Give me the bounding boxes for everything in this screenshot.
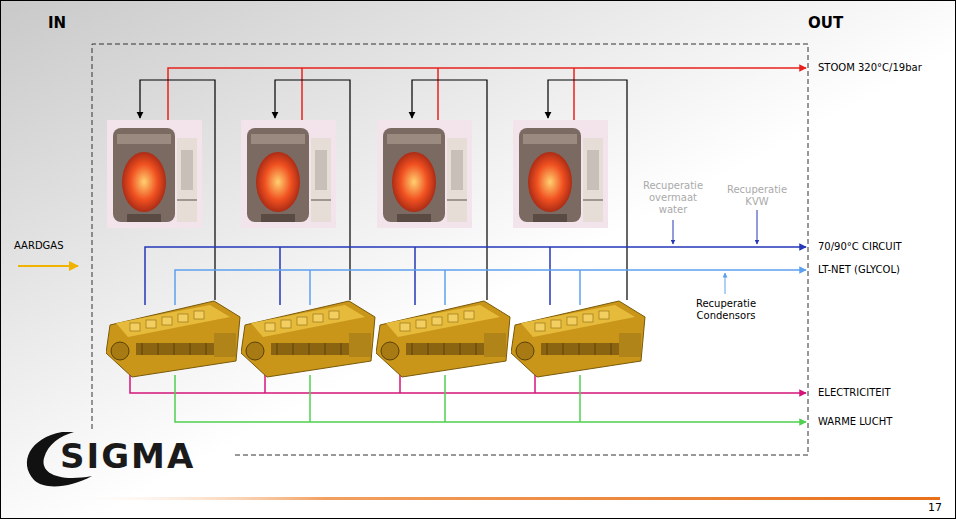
engine-picture (511, 301, 645, 377)
warm-air-line (175, 375, 806, 422)
exhaust-line (140, 80, 627, 300)
recovery-note: Recuperatie KVW (722, 184, 792, 208)
engine-picture (376, 301, 510, 377)
boiler-picture (241, 120, 336, 228)
input-heading: IN (48, 14, 66, 32)
output-label: ELECTRICITEIT (818, 387, 891, 399)
output-label: WARME LUCHT (818, 416, 892, 428)
system-boundary (92, 44, 808, 455)
footer-rule (60, 497, 940, 500)
boiler-picture (377, 120, 472, 228)
boiler-picture (107, 120, 202, 228)
electricity-line (130, 368, 806, 393)
input-label: AARDGAS (14, 240, 64, 252)
output-label: 70/90°C CIRCUIT (818, 241, 902, 253)
engine-picture (241, 301, 375, 377)
recovery-note: Recuperatie Condensors (686, 298, 766, 322)
page-number: 17 (928, 501, 942, 514)
gas-arrow (18, 265, 78, 267)
logo-text: SIGMA (60, 436, 195, 476)
recovery-note: Recuperatie overmaat water (635, 180, 711, 216)
engine-picture (106, 301, 240, 377)
output-label: STOOM 320°C/19bar (818, 62, 922, 74)
boiler-picture (513, 120, 608, 228)
output-label: LT-NET (GLYCOL) (818, 264, 900, 276)
output-heading: OUT (808, 14, 843, 32)
